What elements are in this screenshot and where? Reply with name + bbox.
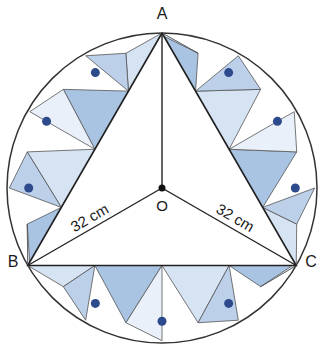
shaded-triangle: [27, 224, 30, 265]
shaded-triangle: [196, 56, 261, 91]
blue-dot: [158, 317, 167, 326]
blue-dot: [91, 299, 100, 308]
radius-line: [161, 33, 162, 188]
shaded-triangle: [229, 112, 297, 152]
circle-outline: [7, 33, 317, 343]
blue-dot: [42, 117, 51, 126]
shaded-triangle: [261, 264, 297, 286]
centre-point: [159, 185, 166, 192]
blue-dot: [273, 117, 282, 126]
blue-dot: [24, 184, 33, 193]
vertex-label: C: [305, 253, 317, 271]
shaded-triangle: [263, 188, 315, 224]
triangle-abc: [28, 33, 296, 266]
vertex-label: A: [157, 5, 168, 23]
shaded-triangle: [229, 266, 296, 287]
blue-dot: [291, 184, 300, 193]
shaded-triangle: [9, 152, 61, 207]
blue-dot: [224, 68, 233, 77]
shaded-triangle: [86, 53, 129, 91]
blue-dot: [224, 299, 233, 308]
blue-dot: [91, 68, 100, 77]
radius-line: [162, 188, 296, 266]
shaded-triangle: [63, 266, 95, 321]
centre-label: O: [156, 197, 168, 214]
shaded-triangle: [30, 89, 95, 149]
shaded-triangle: [198, 266, 238, 323]
vertex-label: B: [8, 253, 19, 271]
radius-line: [28, 188, 162, 266]
shaded-triangle: [126, 266, 162, 341]
